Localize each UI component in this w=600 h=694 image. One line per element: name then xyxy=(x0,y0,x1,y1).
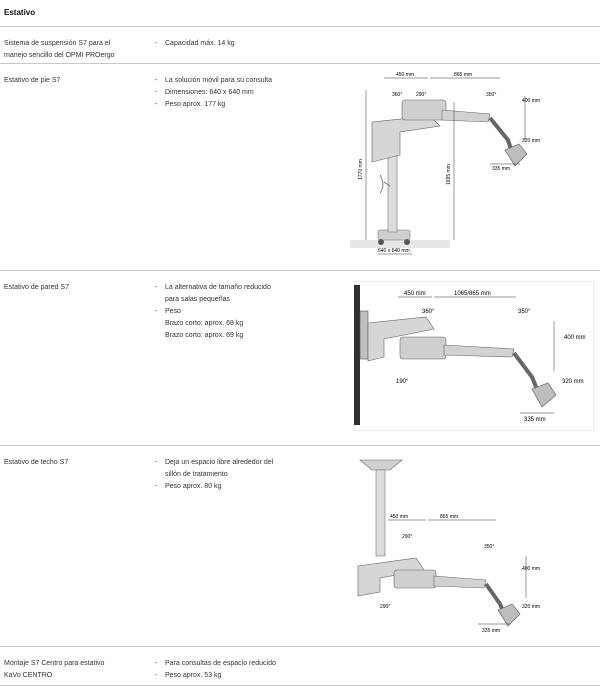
angle-label: 350° xyxy=(486,92,496,98)
extension-arm xyxy=(433,575,487,589)
ceiling-column xyxy=(375,469,386,557)
row-label: Montaje S7 Centro para estativo KaVo CEN… xyxy=(4,660,105,679)
spec-row-floor-stand: Estativo de pie S7 -La solución móvil pa… xyxy=(0,64,600,271)
wall-arm xyxy=(367,316,435,362)
dim-label: 450 mm xyxy=(396,72,414,78)
spec-list: -La alternativa de tamaño reducido para … xyxy=(155,282,345,342)
dim-label: 400 mm xyxy=(522,98,540,104)
dim-label: 400 mm xyxy=(564,335,586,341)
spec-list: -Deja un espacio libre alrededor del sil… xyxy=(155,457,345,493)
dim-label: 640 x 640 mm xyxy=(378,248,410,254)
spec-item: -Deja un espacio libre alrededor del xyxy=(155,459,274,466)
row-label: Estativo de pie S7 xyxy=(4,77,61,84)
angle-label: 290° xyxy=(402,534,412,540)
spec-item: -Peso aprox. 177 kg xyxy=(155,101,226,108)
arm-head xyxy=(401,99,447,121)
ceiling-mount xyxy=(359,459,403,471)
spec-item: -Dimensiones: 640 x 640 mm xyxy=(155,89,254,96)
angle-label: 290° xyxy=(380,604,390,610)
microscope xyxy=(504,143,528,167)
dim-label: 320 mm xyxy=(562,379,584,385)
spec-item: Brazo corto: aprox. 68 kg xyxy=(165,320,244,327)
ceiling-arm xyxy=(357,557,425,597)
angle-label: 350° xyxy=(484,544,494,550)
floor-stand-diagram: 450 mm 865 mm 360° 290° 350° 400 mm 320 … xyxy=(350,72,540,255)
spec-item: -Peso aprox. 80 kg xyxy=(155,483,222,490)
dim-label: 335 mm xyxy=(524,417,546,423)
spec-item: -La alternativa de tamaño reducido xyxy=(155,284,271,291)
extension-arm xyxy=(441,109,491,123)
floor-shadow xyxy=(350,240,450,248)
caster-wheel xyxy=(378,239,384,245)
dim-label: 450 mm xyxy=(404,291,426,297)
spec-item: -Peso xyxy=(155,308,181,315)
dim-label: 335 mm xyxy=(482,628,500,634)
spec-list: -Capacidad máx. 14 kg xyxy=(155,38,345,50)
caster-wheel xyxy=(404,239,410,245)
spec-list: -La solución móvil para su consulta -Dim… xyxy=(155,75,345,111)
spec-item: -Para consultas de espacio reducido xyxy=(155,660,276,667)
row-label: Sistema de suspensión S7 para el manejo … xyxy=(4,40,115,59)
dim-label: 450 mm xyxy=(390,514,408,520)
arm-head xyxy=(399,336,447,360)
section-title: Estativo xyxy=(4,8,36,17)
row-label: Estativo de techo S7 xyxy=(4,459,69,466)
spec-item: Brazo corto: aprox. 69 kg xyxy=(165,332,244,339)
angle-label: 360° xyxy=(392,92,402,98)
microscope xyxy=(531,382,557,408)
angle-label: 360° xyxy=(422,309,435,315)
angle-label: 190° xyxy=(396,379,409,385)
dim-label: 865 mm xyxy=(454,72,472,78)
angle-label: 290° xyxy=(416,92,426,98)
wall xyxy=(354,285,360,425)
spec-list: -Para consultas de espacio reducido -Pes… xyxy=(155,658,345,682)
spec-row-suspension-system: Sistema de suspensión S7 para el manejo … xyxy=(0,27,600,64)
arm-head xyxy=(393,569,437,589)
stand-arm xyxy=(371,115,441,163)
ceiling-stand-diagram: 450 mm 865 mm 290° 350° 400 mm 290° 320 … xyxy=(357,459,540,634)
dim-label: 400 mm xyxy=(522,566,540,572)
spec-row-ceiling-stand: Estativo de techo S7 -Deja un espacio li… xyxy=(0,446,600,647)
wall-bracket xyxy=(359,310,369,360)
row-label: Estativo de pared S7 xyxy=(4,284,69,291)
dim-label: 320 mm xyxy=(522,138,540,144)
dim-label: 320 mm xyxy=(522,604,540,610)
spec-item: sillón de tratamiento xyxy=(165,471,228,478)
dim-label: 1770 mm xyxy=(358,159,364,180)
extension-arm xyxy=(443,344,515,358)
dim-label: 335 mm xyxy=(492,166,510,172)
microscope xyxy=(497,603,521,627)
spec-item: -Peso aprox. 53 kg xyxy=(155,672,222,679)
spec-row-centro-mount: Montaje S7 Centro para estativo KaVo CEN… xyxy=(0,647,600,686)
dim-label: 1065/865 mm xyxy=(454,291,491,297)
dim-label: 1695 mm xyxy=(446,164,452,185)
angle-label: 350° xyxy=(518,309,531,315)
spec-item: -La solución móvil para su consulta xyxy=(155,77,273,84)
dim-label: 865 mm xyxy=(440,514,458,520)
spec-item: -Capacidad máx. 14 kg xyxy=(155,40,235,47)
wall-stand-diagram: 450 mm 1065/865 mm 360° 350° 400 mm 190°… xyxy=(354,281,594,431)
spec-item: para salas pequeñas xyxy=(165,296,230,303)
spec-row-wall-stand: Estativo de pared S7 -La alternativa de … xyxy=(0,271,600,446)
section-header: Estativo xyxy=(0,0,600,27)
cable-hook xyxy=(379,174,391,194)
